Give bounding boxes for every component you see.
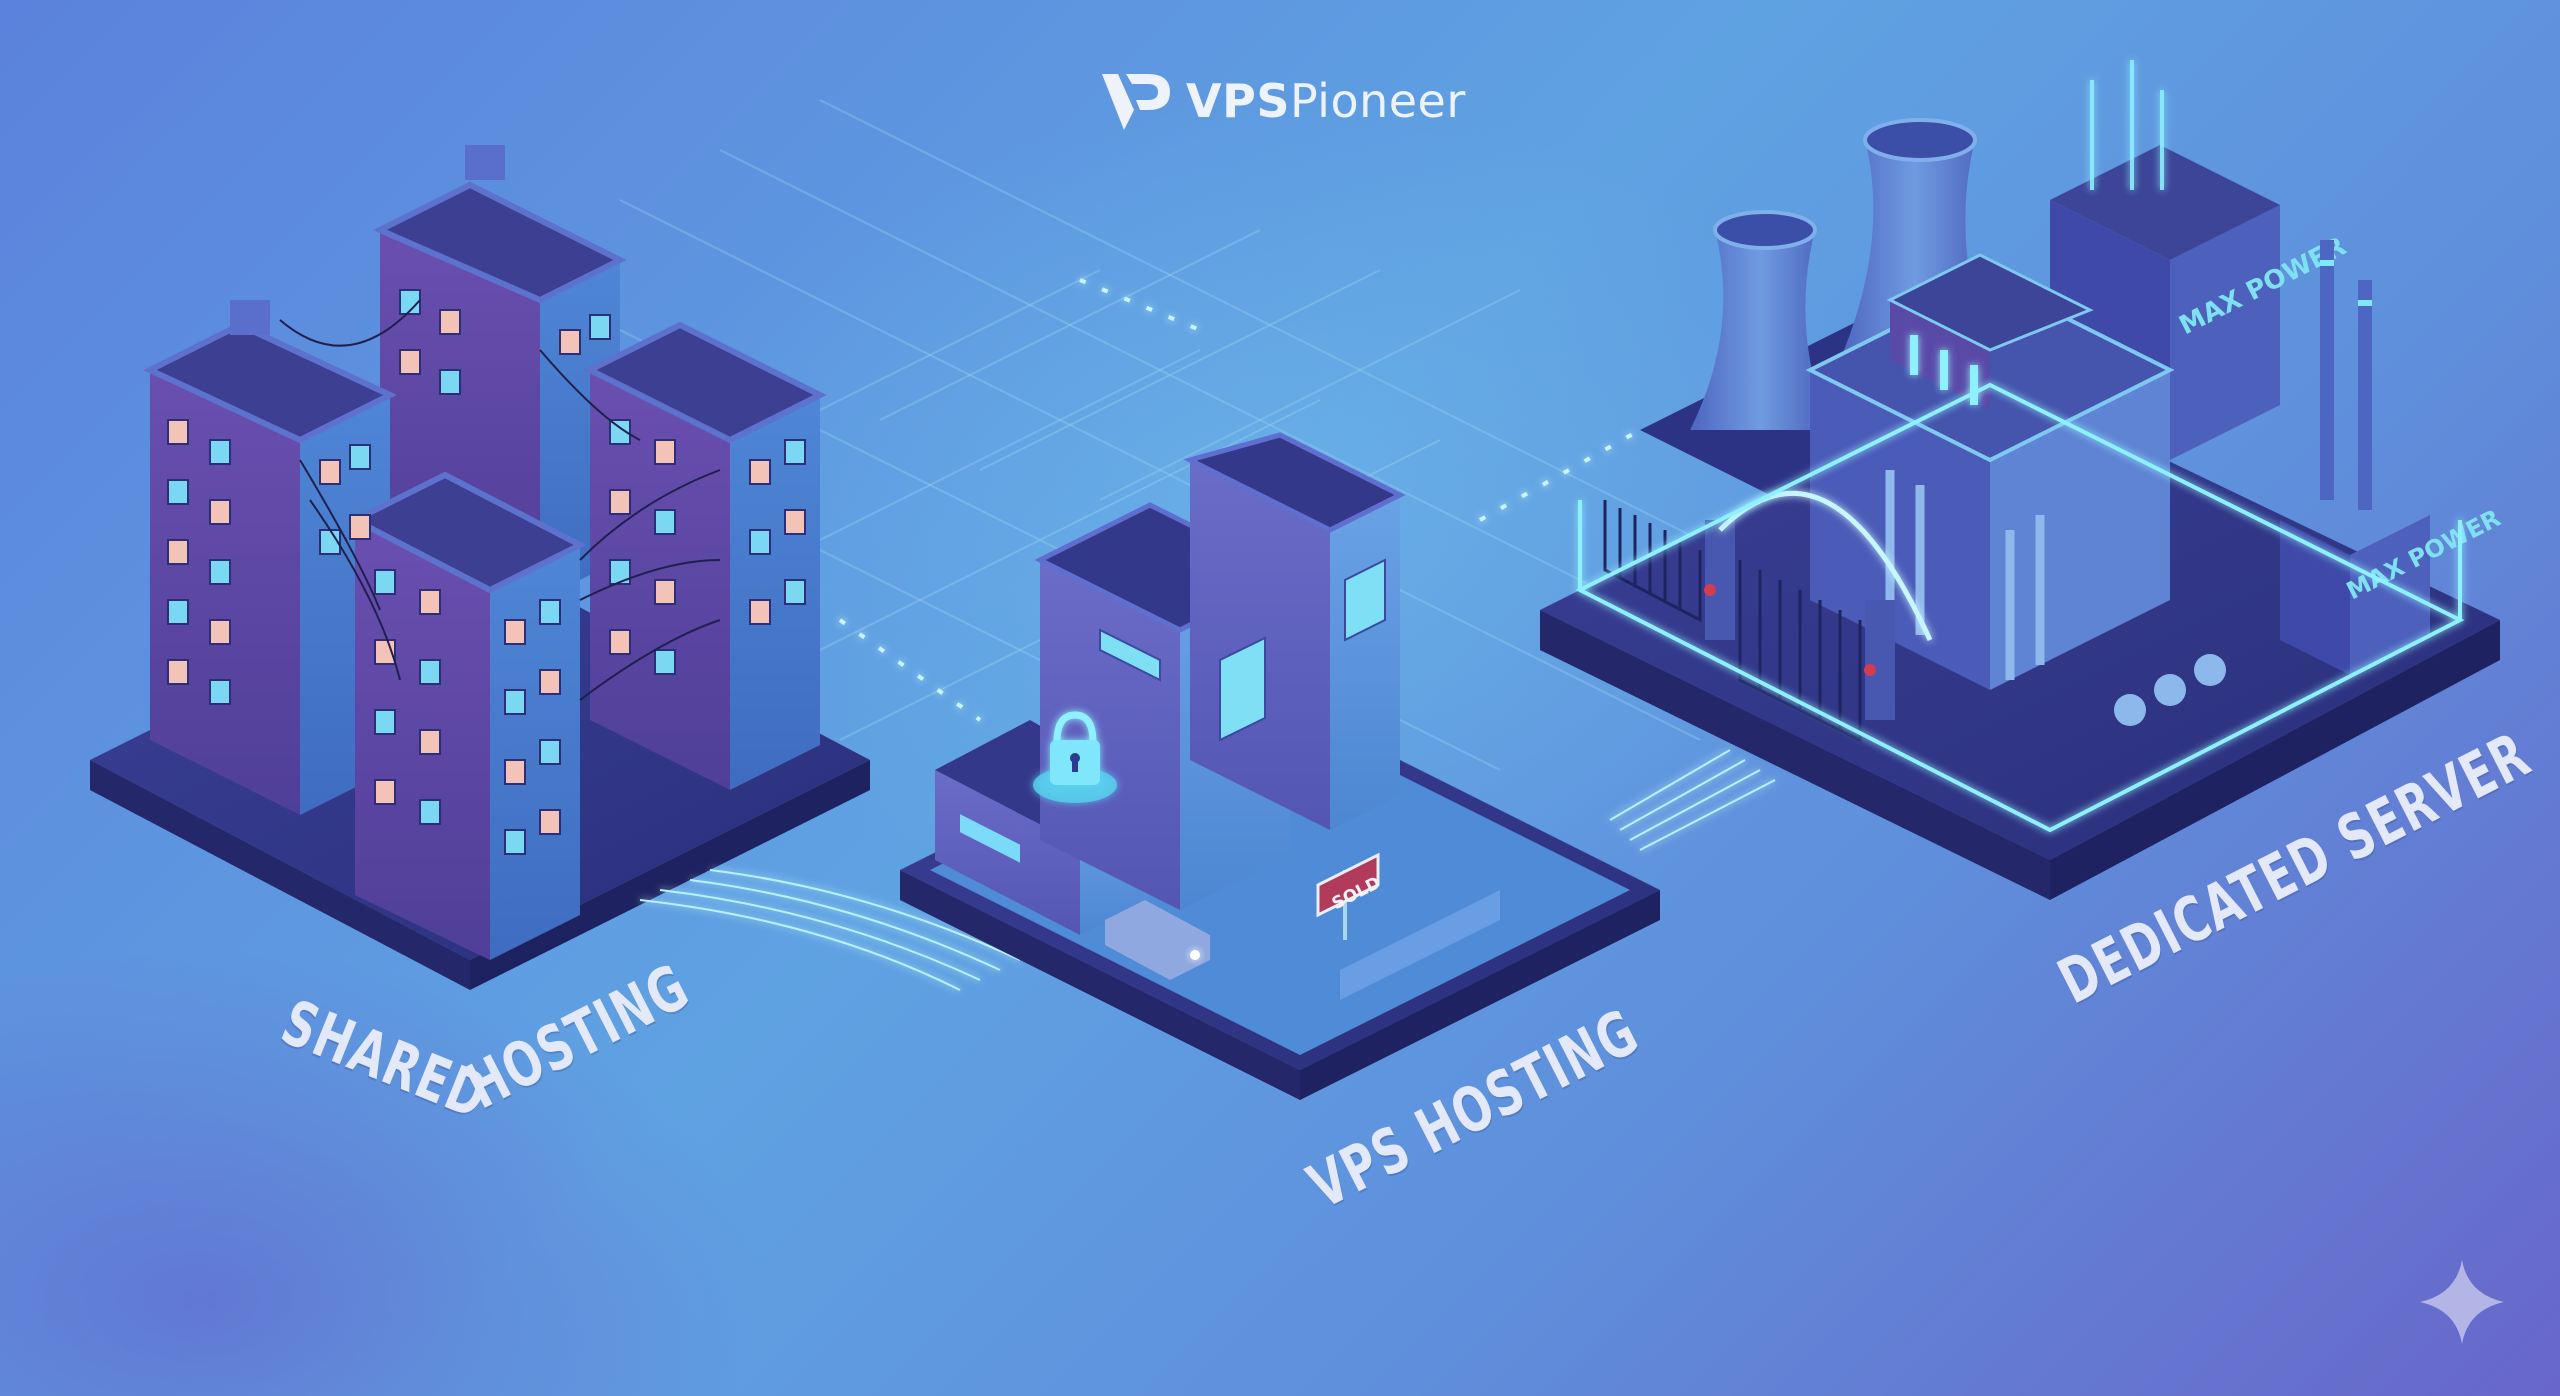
security-gate bbox=[1603, 500, 1862, 743]
data-link-lines bbox=[838, 278, 1641, 722]
shared-hosting-illustration bbox=[90, 145, 1021, 991]
brand-name-bold: VPS bbox=[1186, 74, 1290, 128]
tangled-wires bbox=[279, 299, 721, 701]
dedicated-server-illustration: MAX POWER MAX POWER bbox=[1540, 60, 2505, 900]
padlock-icon bbox=[1033, 711, 1117, 803]
apartment-windows bbox=[167, 289, 806, 855]
sparkle-icon bbox=[2420, 1260, 2504, 1344]
vps-hosting-illustration: SOLD bbox=[900, 432, 1776, 1100]
cooling-towers bbox=[1690, 118, 1990, 430]
sold-sign: SOLD bbox=[1316, 852, 1384, 940]
grid-floor bbox=[519, 99, 1901, 791]
brand-name-light: Pioneer bbox=[1289, 74, 1466, 128]
fiber-connection-vps-dedicated bbox=[1609, 749, 1776, 851]
glowing-perimeter bbox=[1575, 382, 2465, 833]
brand-name: VPSPioneer bbox=[1186, 74, 1466, 128]
vpspioneer-logo: VPSPioneer bbox=[1100, 66, 1466, 136]
chimneys bbox=[2320, 240, 2372, 510]
car-icon bbox=[1105, 900, 1210, 980]
fiber-connection-shared-vps bbox=[639, 869, 1021, 991]
vp-monogram-icon bbox=[1102, 74, 1170, 130]
